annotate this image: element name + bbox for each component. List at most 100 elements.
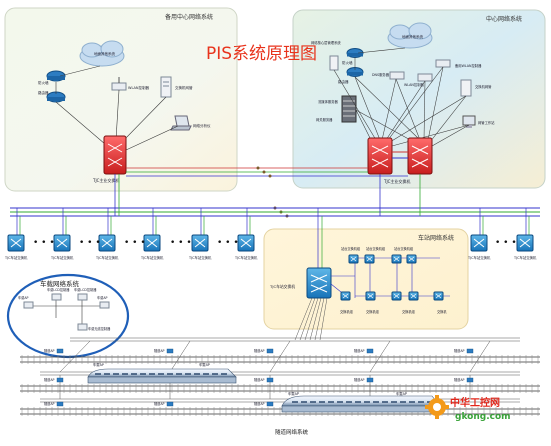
center-core-switch-2-icon (407, 137, 433, 175)
station-small-switches (340, 254, 444, 301)
backup-wlan-label: WLAN控制器 (128, 85, 150, 90)
svg-text:• • •: • • • (217, 238, 239, 248)
center-core-switch-1-icon (367, 137, 393, 175)
tunnel-ap-label: 隧道AP (44, 377, 55, 382)
station-switch-label: TJC车站交换机 (140, 255, 164, 260)
center-mgmt-label: 网络核心层管理系统 (311, 40, 341, 45)
station-right-switch-label: 交换机 (437, 309, 447, 314)
tunnel-sleepers (21, 355, 539, 416)
center-router-label: 路由器 (338, 79, 349, 84)
small-switch-icon (406, 254, 417, 264)
vehicle-ap-1-label: 车载AP (18, 295, 29, 300)
backup-laptop-icon (170, 115, 192, 131)
station-tag-3: 站台交换机组 (394, 246, 414, 251)
station-switch-label: TJC车站交换机 (95, 255, 119, 260)
train-lower (281, 395, 441, 413)
center-firewall-icon (346, 48, 364, 58)
tunnel-ap-label: 隧道AP (354, 348, 365, 353)
small-switch-icon (365, 291, 376, 301)
station-switch-icon (143, 234, 161, 252)
tunnel-ap-icon (366, 377, 374, 383)
station-switch-icon (7, 234, 25, 252)
train-lower-ap-label: 车载AP (288, 391, 299, 396)
watermark-cn: 中华工控网 (450, 396, 500, 409)
station-tag-2: 站台交换机组 (366, 246, 386, 251)
station-core-switch-icon (306, 267, 332, 299)
backup-monitor-label: 网络分析仪 (193, 123, 211, 128)
small-switch-icon (391, 254, 402, 264)
station-core-label: TJC车站交换机 (269, 284, 295, 289)
svg-text:• • •: • • • (33, 238, 55, 248)
tunnel-ap-label: 隧道AP (154, 401, 165, 406)
tunnel-ap-icon (266, 348, 274, 354)
backup-center-title: 备用中心网络系统 (165, 13, 213, 21)
vehicle-ap-3-label: 车载LCD控制器 (74, 287, 97, 292)
vehicle-ap-5-label: 车载无线控制器 (88, 326, 111, 331)
tunnel-title: 隧道网络系统 (275, 428, 309, 436)
train-upper-ap-label-2: 车载AP (199, 362, 210, 367)
tunnel-ap-icon (166, 348, 174, 354)
station-title: 车站网络系统 (418, 234, 454, 242)
center-cloud-label: 地面其他系统 (402, 34, 423, 39)
ellipsis-dots: • • • • • • • • • • • • • • • • • • (33, 238, 517, 248)
station-switch-label-1: 交换机组 (340, 309, 354, 314)
station-switches: TJC车站交换机 TJC车站交换机 TJC车站交换机 TJC车站交换机 TJC车站交换机… (4, 234, 537, 260)
tunnel-ap-icon (366, 348, 374, 354)
backup-switch-label: 交换机网管 (175, 85, 193, 90)
train-upper-ap-label: 车载AP (93, 362, 104, 367)
tunnel-ap-icon (266, 377, 274, 383)
station-switch-icon (237, 234, 255, 252)
svg-text:• • •: • • • (79, 238, 101, 248)
watermark-logo (425, 395, 449, 419)
station-drops (16, 208, 530, 270)
tunnel-ap-icon (466, 377, 474, 383)
station-switch-label: TJC车站交换机 (188, 255, 212, 260)
backup-firewall-label: 防火墙 (38, 80, 49, 85)
tunnel-ap-label: 隧道AP (454, 377, 465, 382)
center-server-label: 流媒体服务器 (318, 99, 338, 104)
backbone-buses (10, 174, 540, 217)
tunnel-ap-label: 隧道AP (44, 401, 55, 406)
station-switch-label-2: 交换机组 (366, 309, 380, 314)
station-tag-1: 站台交换机组 (341, 246, 361, 251)
tunnel-ap-icon (266, 401, 274, 407)
center-firewall-label: 防火墙 (342, 60, 353, 65)
center-title: 中心网络系统 (486, 15, 522, 23)
station-switch-label: TJC车站交换机 (513, 255, 537, 260)
center-cloud-icon (387, 22, 433, 49)
tunnel-ap-label: 隧道AP (254, 348, 265, 353)
center-switch-mgmt-icon (460, 79, 472, 97)
center-wlan-ctrl-icon (389, 71, 405, 80)
tunnel-ap-label: 隧道AP (44, 348, 55, 353)
small-switch-icon (340, 291, 351, 301)
small-switch-icon (391, 291, 402, 301)
inter-center-links (126, 167, 408, 177)
vehicle-devices (23, 293, 110, 331)
backup-cloud-label: 地面其他系统 (94, 51, 115, 56)
backup-core-label: TJC主业交换机 (92, 177, 119, 183)
center-core-label: TJC主业交换机 (383, 178, 410, 184)
watermark-url: gkong.com (455, 412, 511, 422)
tunnel-ap-icon (166, 401, 174, 407)
backup-firewall-icon (46, 70, 66, 82)
center-mgmt-station-label: 网管工作站 (478, 120, 495, 125)
tunnel-ap-label: 隧道AP (454, 348, 465, 353)
tunnel-ap-icon (56, 348, 64, 354)
center-links (333, 47, 470, 147)
station-switch-label: TJC车站交换机 (50, 255, 74, 260)
svg-text:• • •: • • • (495, 238, 517, 248)
center-wlan2-label: 备用WLAN控制器 (455, 63, 482, 68)
svg-text:• • •: • • • (124, 238, 146, 248)
backup-core-switch-icon (103, 135, 127, 175)
station-switch-icon (98, 234, 116, 252)
vehicle-ap-4-label: 车载AP (97, 295, 108, 300)
center-gateway-label: 网关服务器 (316, 117, 333, 122)
small-switch-icon (348, 254, 359, 264)
tunnel-ap-icon (466, 348, 474, 354)
tunnel-ap-icon (56, 377, 64, 383)
tunnel-ap-label: 隧道AP (254, 401, 265, 406)
backup-server-icon (160, 76, 172, 98)
train-upper (87, 368, 237, 384)
